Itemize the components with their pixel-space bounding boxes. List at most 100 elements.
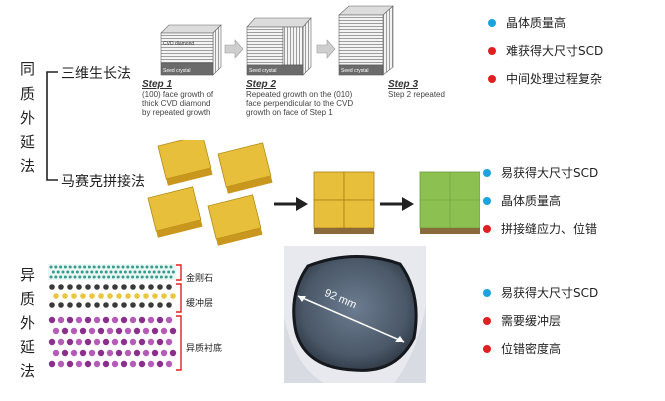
diamond-atom <box>59 265 63 269</box>
substrate-atom <box>111 316 119 324</box>
step1-title: Step 1 <box>142 79 173 90</box>
substrate-atom <box>84 360 92 368</box>
substrate-atom <box>124 349 132 357</box>
buffer-atom <box>112 284 118 290</box>
layer-label-buffer: 缓冲层 <box>186 299 214 309</box>
diamond-atom <box>140 275 144 279</box>
bullet-text: 晶体质量高 <box>501 194 562 208</box>
substrate-atom <box>169 349 177 357</box>
buffer-atom <box>121 302 127 308</box>
substrate-atom <box>165 338 173 346</box>
buffer-atom <box>148 302 154 308</box>
diamond-atom <box>73 265 77 269</box>
diamond-atom <box>123 270 127 274</box>
step2-block: Seed crystal <box>246 17 312 76</box>
bullet-text: 拼接缝应力、位错 <box>501 222 598 236</box>
substrate-atom <box>151 327 159 335</box>
diamond-atom <box>138 270 142 274</box>
diamond-atom <box>71 270 75 274</box>
buffer-atom <box>116 293 122 299</box>
diamond-atom <box>97 275 101 279</box>
buffer-atom <box>89 293 95 299</box>
bullet-text: 中间处理过程复杂 <box>506 72 603 86</box>
diamond-atom <box>121 265 125 269</box>
diamond-atom <box>83 275 87 279</box>
substrate-atom <box>129 360 137 368</box>
substrate-atom <box>115 349 123 357</box>
diamond-atom <box>126 275 130 279</box>
wafer-arrow-left-icon <box>298 296 306 302</box>
substrate-atom <box>147 360 155 368</box>
substrate-atom <box>120 360 128 368</box>
diamond-atom <box>140 265 144 269</box>
substrate-atom <box>147 338 155 346</box>
substrate-atom <box>156 360 164 368</box>
diamond-atom <box>68 265 72 269</box>
substrate-atom <box>142 327 150 335</box>
substrate-atom <box>52 327 60 335</box>
step3-title: Step 3 <box>388 79 419 90</box>
diamond-atom <box>119 270 123 274</box>
bullet-2-3: 拼接缝应力、位错 <box>483 222 597 236</box>
substrate-atom <box>88 327 96 335</box>
diamond-atom <box>107 275 111 279</box>
mosaic-arrow-1-icon <box>274 197 308 211</box>
substrate-atom <box>66 338 74 346</box>
substrate-atom <box>115 327 123 335</box>
buffer-atom <box>121 284 127 290</box>
substrate-atom <box>151 349 159 357</box>
diamond-atom <box>171 270 175 274</box>
diamond-atom <box>102 275 106 279</box>
buffer-atom <box>125 293 131 299</box>
bullet-dot-icon <box>483 345 491 353</box>
substrate-atom <box>84 338 92 346</box>
homo-char-1: 同 <box>20 60 36 78</box>
substrate-atom <box>70 327 78 335</box>
buffer-atom <box>166 284 172 290</box>
buffer-atom <box>94 284 100 290</box>
diamond-atom <box>169 275 173 279</box>
step3-caption: Step 3 Step 2 repeated <box>388 79 445 99</box>
buffer-atom <box>67 284 73 290</box>
buffer-atom <box>130 302 136 308</box>
hetero-char-5: 法 <box>20 362 36 380</box>
diamond-atom <box>49 275 53 279</box>
step2-caption: Step 2 Repeated growth on the (010) face… <box>246 79 353 117</box>
step2-desc-3: growth on face of Step 1 <box>246 108 333 117</box>
buffer-atom <box>157 284 163 290</box>
buffer-atom <box>80 293 86 299</box>
buffer-atom <box>170 293 176 299</box>
substrate-atom <box>79 327 87 335</box>
diamond-atom <box>114 270 118 274</box>
substrate-atom <box>66 360 74 368</box>
hetero-char-2: 质 <box>20 290 36 308</box>
substrate-atom <box>79 349 87 357</box>
substrate-atom <box>75 316 83 324</box>
step2-title: Step 2 <box>246 79 277 90</box>
diamond-atom <box>131 265 135 269</box>
homo-char-5: 法 <box>20 157 36 175</box>
bullet-text: 易获得大尺寸SCD <box>501 286 599 300</box>
step1-desc-2: thick CVD diamond <box>142 99 211 108</box>
step3-seed-label: Seed crystal <box>341 68 369 74</box>
substrate-atom <box>160 349 168 357</box>
substrate-atom <box>111 338 119 346</box>
hetero-char-4: 延 <box>20 338 36 356</box>
diamond-atom <box>85 270 89 274</box>
buffer-atom <box>157 302 163 308</box>
bullet-text: 难获得大尺寸SCD <box>506 44 604 58</box>
diamond-atom <box>95 270 99 274</box>
diamond-atom <box>133 270 137 274</box>
buffer-atom <box>152 293 158 299</box>
diamond-atom <box>135 265 139 269</box>
diamond-atom <box>63 265 67 269</box>
bullet-dot-icon <box>488 75 496 83</box>
buffer-atom <box>94 302 100 308</box>
diamond-atom <box>162 270 166 274</box>
homo-char-3: 外 <box>20 109 36 127</box>
mosaic-illustration <box>147 140 480 246</box>
substrate-atom <box>133 349 141 357</box>
diamond-atom <box>83 265 87 269</box>
substrate-atom <box>48 338 56 346</box>
substrate-atom <box>138 360 146 368</box>
